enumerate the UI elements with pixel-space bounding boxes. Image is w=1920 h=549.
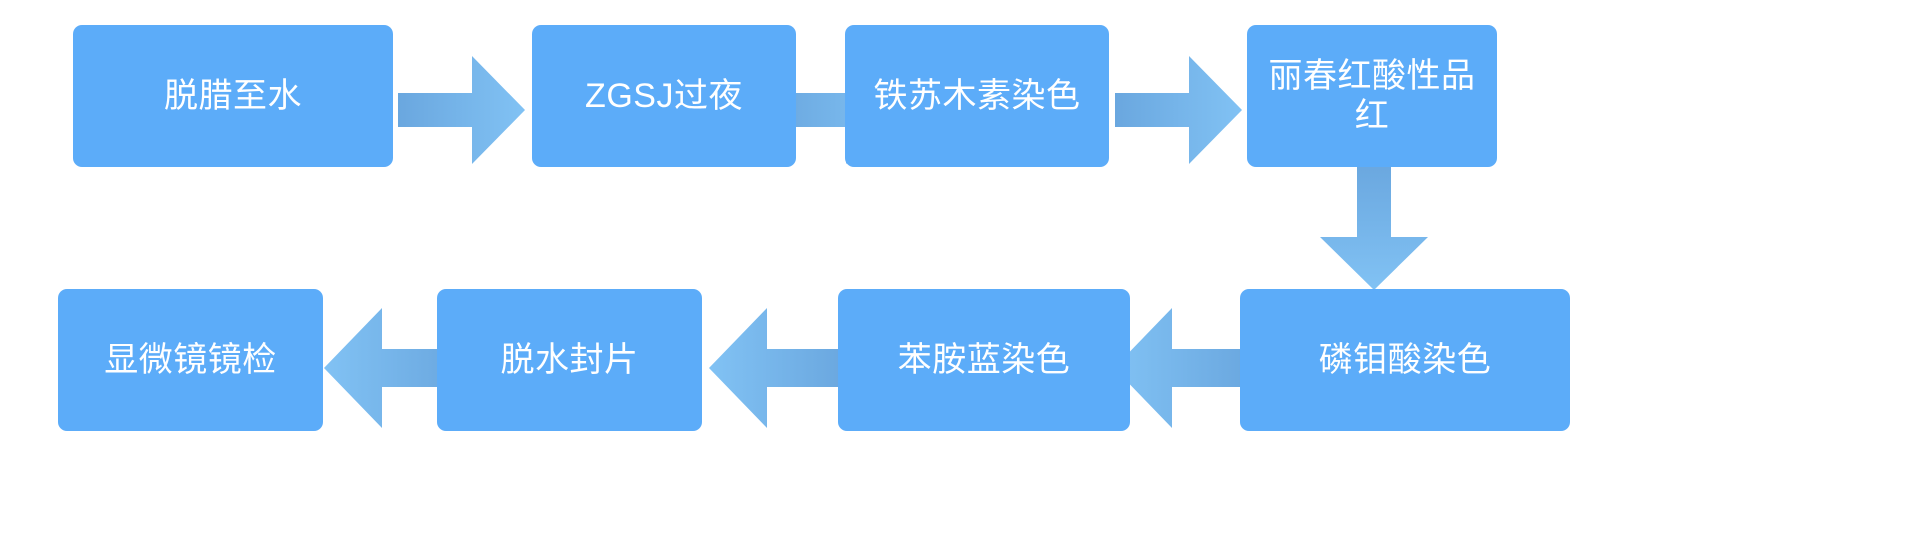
flow-node-label: 显微镜镜检 [104, 340, 277, 379]
flow-node-tuoshui-fengpian[interactable]: 脱水封片 [437, 289, 702, 431]
arrow-left-2 [705, 302, 845, 434]
flow-node-benanlan-ranse[interactable]: 苯胺蓝染色 [838, 289, 1130, 431]
flow-node-xianweijing-jingjian[interactable]: 显微镜镜检 [58, 289, 323, 431]
flow-node-linmusuan-ranse[interactable]: 磷钼酸染色 [1240, 289, 1570, 431]
flow-node-label: ZGSJ过夜 [585, 76, 743, 115]
flow-node-label: 铁苏木素染色 [873, 76, 1081, 115]
flow-node-label: 磷钼酸染色 [1318, 340, 1492, 379]
arrow-right-1 [398, 52, 528, 168]
flow-node-label: 脱腊至水 [164, 76, 302, 115]
flow-node-tuola-zhishui[interactable]: 脱腊至水 [73, 25, 393, 167]
flow-node-zgsj-guoye[interactable]: ZGSJ过夜 [532, 25, 796, 167]
arrow-left-1 [1110, 302, 1250, 434]
flow-node-tiesumusu-ranse[interactable]: 铁苏木素染色 [845, 25, 1109, 167]
flow-node-label: 脱水封片 [500, 340, 639, 379]
flow-node-label: 苯胺蓝染色 [897, 340, 1071, 379]
arrow-right-3 [1115, 52, 1245, 168]
arrow-down-1 [1316, 163, 1432, 293]
flow-node-lichunhong-suanxing-pinhong[interactable]: 丽春红酸性品 红 [1247, 25, 1497, 167]
flow-node-label: 丽春红酸性品 红 [1268, 56, 1476, 135]
arrow-left-3 [320, 302, 460, 434]
